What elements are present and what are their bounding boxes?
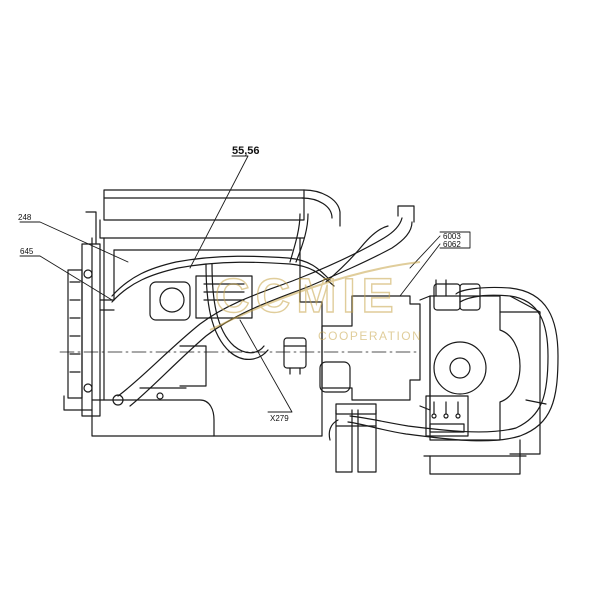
callout-248: 248 <box>18 213 32 222</box>
watermark-swoosh <box>209 261 421 331</box>
radiator-fan-assembly <box>63 211 101 417</box>
callout-55-56: 55,56 <box>232 145 260 157</box>
coolant-hose <box>112 205 415 407</box>
callout-645: 645 <box>20 247 34 256</box>
callouts: 55,56 248 645 6003 6062 X279 <box>18 145 461 423</box>
hydraulic-filters <box>335 403 377 473</box>
leader-lines <box>19 155 471 413</box>
transmission-housing <box>319 279 541 475</box>
callout-6062: 6062 <box>443 240 461 249</box>
wiring-harness <box>99 213 389 360</box>
watermark: CCMIE COOPERATION <box>209 261 422 343</box>
callout-6003: 6003 <box>443 232 461 241</box>
watermark-tagline: COOPERATION <box>318 329 422 343</box>
return-hose <box>328 286 559 442</box>
callout-x279: X279 <box>270 414 289 423</box>
engine-block <box>91 237 323 437</box>
engine-top-cover <box>99 189 341 239</box>
